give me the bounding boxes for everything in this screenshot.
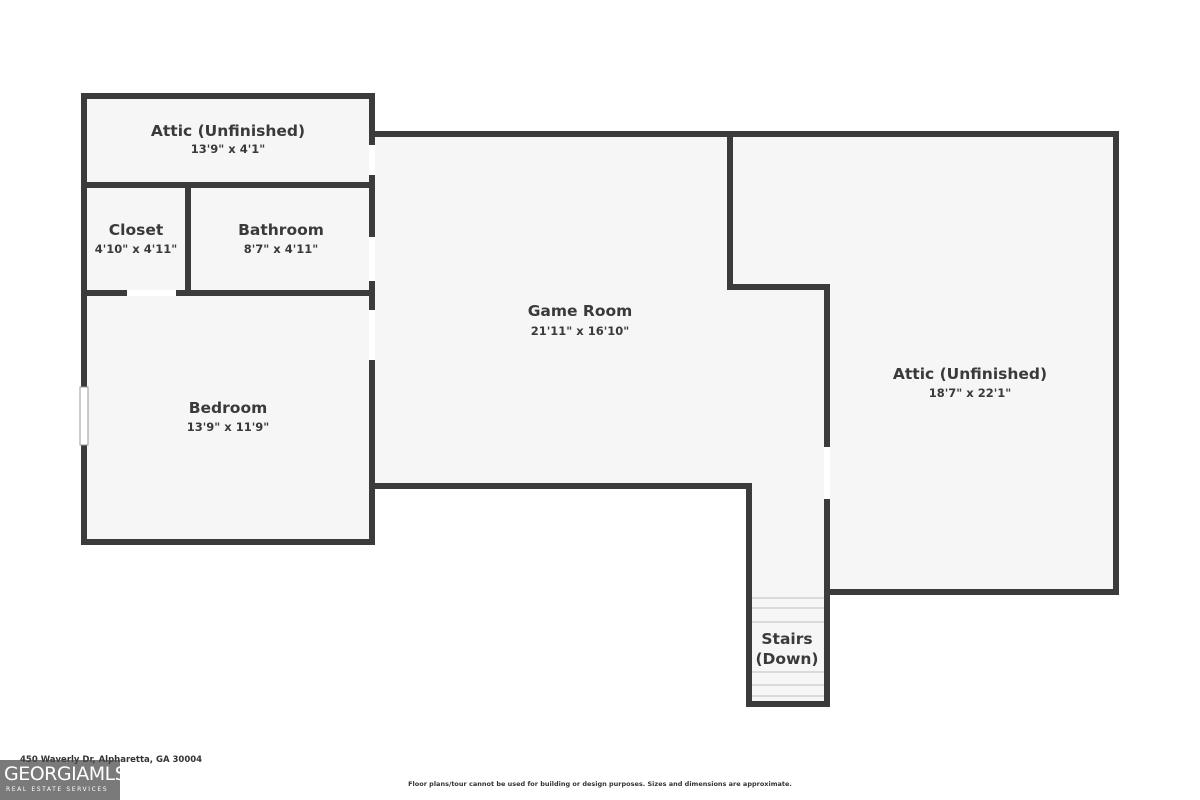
game-room-dims: 21'11" x 16'10" [531, 324, 629, 338]
floor-fills [84, 96, 1116, 704]
attic-door-gap [369, 145, 375, 175]
right-attic-door-gap [824, 447, 830, 499]
attic-top-name: Attic (Unfinished) [151, 122, 305, 140]
game-room-floor [372, 134, 1116, 704]
stairs-label: Stairs [761, 630, 812, 648]
openings [79, 145, 830, 499]
attic-right-name: Attic (Unfinished) [893, 365, 1047, 383]
bathroom-name: Bathroom [238, 221, 324, 239]
attic-right-dims: 18'7" x 22'1" [929, 386, 1011, 400]
bathroom-door-gap [369, 237, 375, 281]
closet-dims: 4'10" x 4'11" [95, 242, 177, 256]
stairs-direction-label: (Down) [755, 650, 818, 668]
attic-top-floor [84, 96, 372, 542]
closet-door-gap [127, 290, 176, 296]
georgia-mls-logo: GEORGIAMLS REAL ESTATE SERVICES [0, 760, 127, 800]
right-attic-wall [727, 131, 830, 595]
logo-wordmark: GEORGIAMLS [4, 763, 127, 785]
closet-name: Closet [109, 221, 164, 239]
stair-treads [752, 597, 824, 697]
room-labels: Attic (Unfinished) 13'9" x 4'1" Closet 4… [95, 122, 1047, 668]
bedroom-door-gap [369, 310, 375, 360]
attic-top-dims: 13'9" x 4'1" [191, 142, 265, 156]
bedroom-window [79, 386, 89, 446]
bathroom-dims: 8'7" x 4'11" [244, 242, 318, 256]
bedroom-dims: 13'9" x 11'9" [187, 420, 269, 434]
game-room-outer-wall [369, 131, 1119, 707]
logo-tagline: REAL ESTATE SERVICES [6, 786, 109, 793]
game-room-name: Game Room [528, 302, 633, 320]
floor-plan-disclaimer: Floor plans/tour cannot be used for buil… [408, 780, 792, 788]
bedroom-name: Bedroom [189, 399, 268, 417]
